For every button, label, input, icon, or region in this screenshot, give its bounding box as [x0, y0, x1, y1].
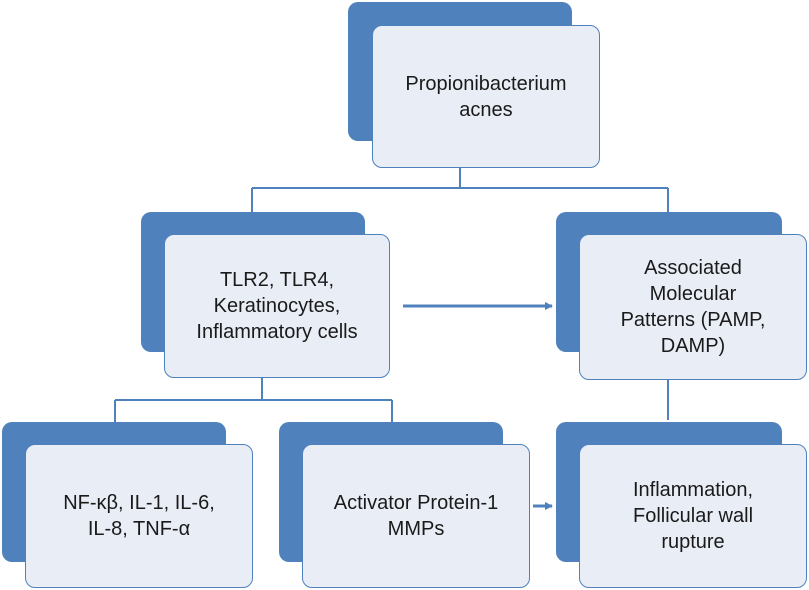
node-tlr-label: TLR2, TLR4, Keratinocytes, Inflammatory …: [196, 269, 358, 343]
node-activator-protein-label: Activator Protein-1 MMPs: [333, 492, 499, 540]
node-propionibacterium-label: Propionibacterium acnes: [405, 72, 567, 121]
node-inflammation-label: Inflammation, Follicular wall rupture: [632, 479, 754, 553]
node-pamp-label: Associated Molecular Patterns (PAMP, DAM…: [620, 257, 766, 357]
node-cytokines-label: NF-κβ, IL-1, IL-6, IL-8, TNF-α: [63, 492, 215, 540]
